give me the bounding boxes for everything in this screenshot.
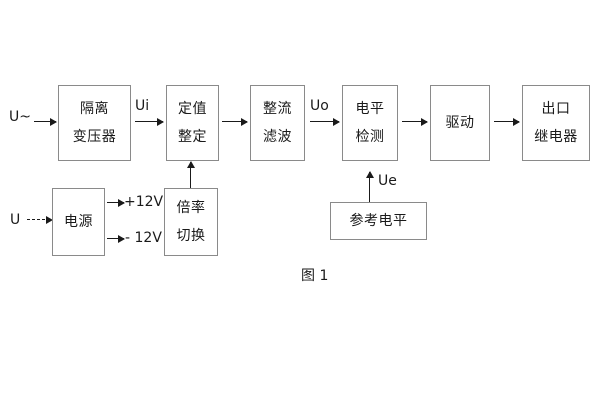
block-multiplier-switch: 倍率 切换 xyxy=(164,188,218,256)
arrow-power-supply-to-negative-rail xyxy=(107,238,124,240)
signal-label-uo: Uo xyxy=(310,98,329,114)
rail-label-positive-12v: +12V xyxy=(124,194,164,210)
block-isolation-transformer-line1: 隔离 xyxy=(80,101,109,117)
block-rectifier-filter: 整流 滤波 xyxy=(250,85,305,161)
figure-caption: 图 1 xyxy=(301,268,329,284)
block-multiplier-switch-line2: 切换 xyxy=(176,228,206,244)
block-drive-line1: 驱动 xyxy=(445,115,475,131)
arrow-multiplier-switch-to-setting-value xyxy=(190,162,192,188)
block-level-detection-line1: 电平 xyxy=(355,101,385,117)
block-drive: 驱动 xyxy=(430,85,490,161)
arrow-dc-source-to-power-supply xyxy=(27,219,50,220)
arrow-level-detection-to-drive xyxy=(402,121,427,123)
block-setting-value: 定值 整定 xyxy=(166,85,219,161)
block-reference-level: 参考电平 xyxy=(330,202,427,240)
arrow-reference-level-to-level-detection xyxy=(369,172,371,202)
arrow-ac-source-to-isolation-transformer xyxy=(34,121,56,123)
block-output-relay-line2: 继电器 xyxy=(534,129,578,145)
rail-label-negative-12v: - 12V xyxy=(125,230,162,246)
block-isolation-transformer: 隔离 变压器 xyxy=(58,85,131,161)
block-setting-value-line1: 定值 xyxy=(178,101,207,117)
block-isolation-transformer-line2: 变压器 xyxy=(72,129,117,145)
arrow-drive-to-output-relay xyxy=(494,121,519,123)
block-output-relay-line1: 出口 xyxy=(541,101,571,117)
arrow-rectifier-filter-to-level-detection xyxy=(310,121,339,123)
block-rectifier-filter-line2: 滤波 xyxy=(263,129,292,145)
input-label-ac-source: U~ xyxy=(9,109,31,125)
block-power-supply-line1: 电源 xyxy=(64,214,93,230)
block-reference-level-line1: 参考电平 xyxy=(349,213,408,229)
input-label-dc-source: U xyxy=(10,212,21,228)
signal-label-ui: Ui xyxy=(135,98,150,114)
block-level-detection-line2: 检测 xyxy=(355,129,385,145)
block-output-relay: 出口 继电器 xyxy=(522,85,590,161)
block-setting-value-line2: 整定 xyxy=(178,129,207,145)
arrow-power-supply-to-positive-rail xyxy=(107,202,124,204)
block-rectifier-filter-line1: 整流 xyxy=(263,101,292,117)
arrow-setting-value-to-rectifier-filter xyxy=(222,121,247,123)
block-power-supply: 电源 xyxy=(52,188,105,256)
block-level-detection: 电平 检测 xyxy=(342,85,398,161)
signal-label-ue: Ue xyxy=(378,173,397,189)
block-multiplier-switch-line1: 倍率 xyxy=(176,200,206,216)
arrow-isolation-transformer-to-setting-value xyxy=(135,121,163,123)
